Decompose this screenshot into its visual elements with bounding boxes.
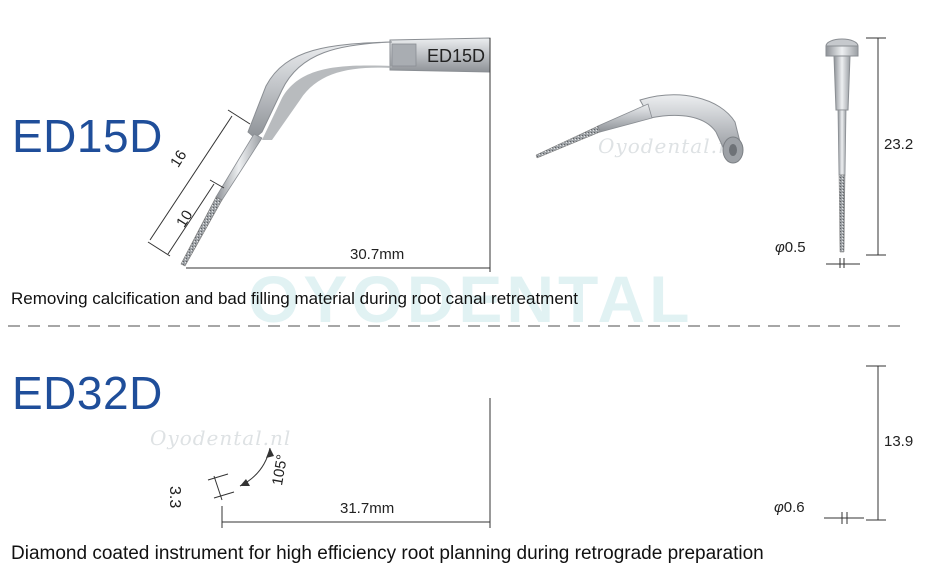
- ed15d-dim-height: 23.2: [884, 136, 914, 153]
- ed15d-tip-label: ED15D: [427, 46, 485, 66]
- ed32d-dim-diameter: φ0.6: [774, 500, 805, 515]
- ed32d-model-title: ED32D: [12, 367, 163, 419]
- ed15d-dim-diameter: φ0.5: [775, 240, 806, 255]
- watermark-logo: OYODENTAL: [248, 262, 694, 336]
- ed32d-dim-horizontal: 31.7mm: [340, 500, 395, 517]
- ed15d-model-title: ED15D: [12, 110, 163, 162]
- ed15d-diameter-value: 0.5: [784, 239, 806, 256]
- ed15d-tip-angled-view: [535, 94, 744, 164]
- ed32d-front-dimension-lines: [824, 365, 886, 524]
- watermark-text-middle: Oyodental.nl: [150, 426, 292, 450]
- ed32d-angle-arrows: [240, 448, 274, 486]
- watermark-text-top: Oyodental.nl: [598, 134, 740, 158]
- diameter-symbol: φ: [775, 239, 785, 256]
- ed15d-front-dimension-lines: [826, 37, 886, 268]
- diameter-symbol: φ: [774, 499, 784, 516]
- ed15d-flat-marking: [391, 43, 417, 67]
- ed15d-description: Removing calcification and bad filling m…: [11, 289, 578, 308]
- ed15d-dimension-lines: [147, 38, 491, 272]
- ed15d-dim-horizontal: 30.7mm: [350, 246, 405, 263]
- ed32d-description: Diamond coated instrument for high effic…: [11, 543, 764, 564]
- ed32d-dim-tip-length: 3.3: [166, 486, 183, 509]
- ed15d-tip-side-view: ED15D: [180, 37, 491, 267]
- ed32d-diameter-value: 0.6: [783, 499, 805, 516]
- ed15d-tip-front-view: [825, 38, 859, 253]
- ed32d-dim-height: 13.9: [884, 433, 914, 450]
